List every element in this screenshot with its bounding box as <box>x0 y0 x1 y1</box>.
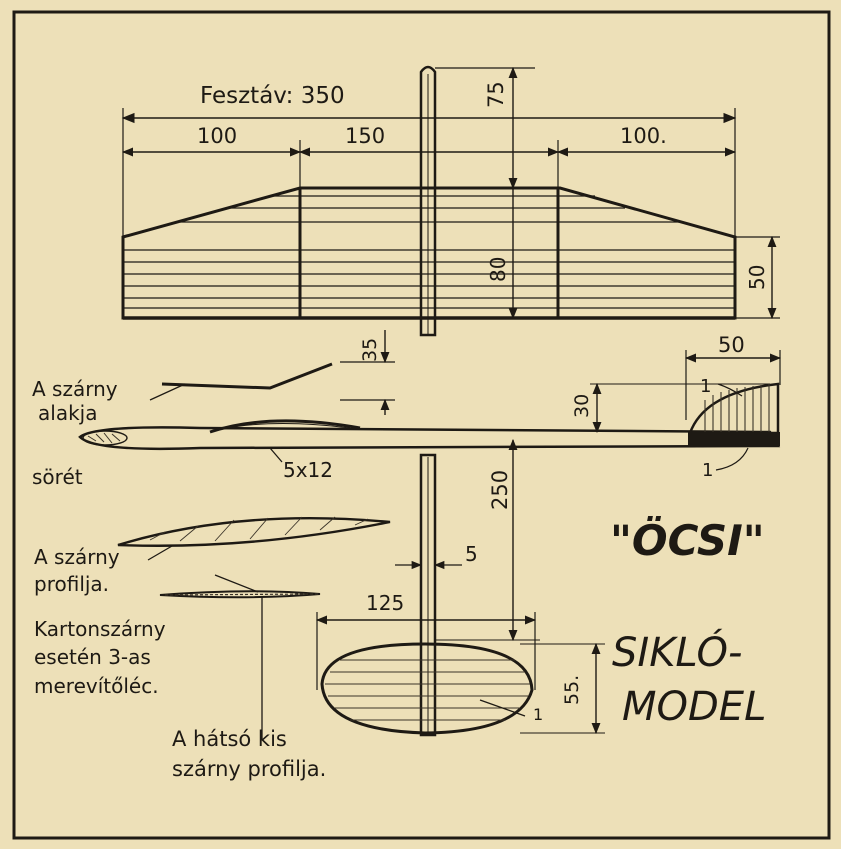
dimension-lines <box>121 66 782 735</box>
fin-callout-top: 1 <box>700 376 711 397</box>
center-panel-label: 150 <box>345 124 385 148</box>
ballast-hatch <box>87 432 121 444</box>
cardboard-note-3: merevítőléc. <box>34 674 159 698</box>
wing-shape-label-2: alakja <box>38 401 97 425</box>
spar-label: 5x12 <box>283 458 333 482</box>
fuselage-side-view <box>78 419 781 451</box>
wing-profile-label-2: profilja. <box>34 572 109 596</box>
ballast-label: sörét <box>32 465 83 489</box>
fin-callout-bottom: 1 <box>702 460 713 481</box>
center-chord-label: 80 <box>486 257 510 282</box>
left-panel-label: 100 <box>197 124 237 148</box>
stab-chord-label: 55. <box>561 675 583 705</box>
page-frame <box>12 10 831 840</box>
tail-length-label: 250 <box>488 470 512 510</box>
stab-span-label: 125 <box>366 591 404 615</box>
tail-profile-label-1: A hátsó kis <box>172 727 287 751</box>
wing-ribs <box>123 195 735 309</box>
span-label: Fesztáv: 350 <box>200 83 345 109</box>
wing-profile-label-1: A szárny <box>34 545 120 569</box>
tip-chord-label: 50 <box>745 265 769 290</box>
right-panel-label: 100. <box>620 124 667 148</box>
tail-profile-label-2: szárny profilja. <box>172 757 326 781</box>
stab-callout: 1 <box>533 705 543 724</box>
fuselage-top-view <box>419 65 437 737</box>
model-title-line1: SIKLÓ- <box>612 628 742 676</box>
cardboard-wing-profile <box>159 574 321 740</box>
model-name-title: "ÖCSI" <box>610 515 765 565</box>
fin-height-label: 30 <box>571 394 593 418</box>
dihedral-label: 35 <box>359 338 381 362</box>
wing-plan-view <box>121 186 737 320</box>
fin-length-label: 50 <box>718 333 745 357</box>
model-title-line2: MODEL <box>622 684 766 730</box>
wing-profile <box>117 516 391 561</box>
wing-front-shape <box>161 362 333 390</box>
wing-shape-label-1: A szárny <box>32 377 118 401</box>
stabilizer <box>320 642 534 735</box>
cardboard-note-1: Kartonszárny <box>34 617 166 641</box>
cardboard-note-2: esetén 3-as <box>34 645 151 669</box>
ballast-blob <box>82 430 128 446</box>
nose-extension-label: 75 <box>484 81 508 108</box>
tail-fin <box>688 382 780 471</box>
stab-offset-label: 5 <box>465 542 478 566</box>
